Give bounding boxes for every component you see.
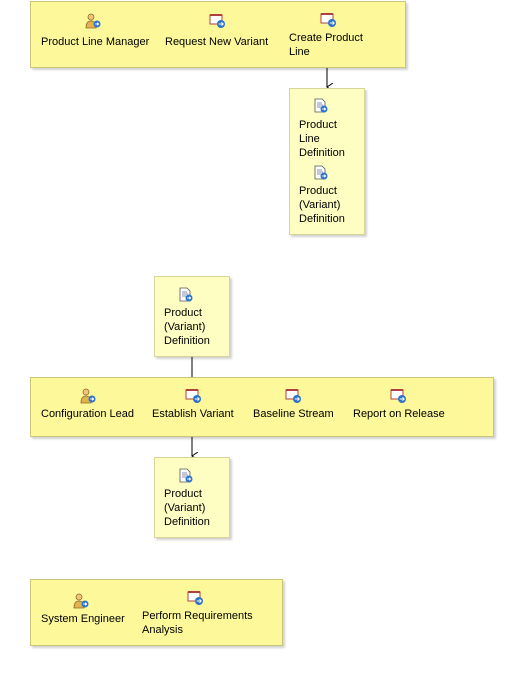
lane-system-engineer: System Engineer Perform Requirements Ana…	[30, 579, 283, 646]
artifact-document-icon	[178, 468, 194, 484]
task-icon	[187, 590, 205, 606]
lane-configuration-lead: Configuration Lead Establish Variant Bas…	[30, 377, 494, 437]
task-label: Establish Variant	[152, 408, 234, 420]
artifact-document-icon	[313, 98, 329, 114]
artifact-product-variant-definition-input[interactable]: Product (Variant) Definition	[154, 276, 230, 357]
artifact-product-line-definition[interactable]: Product Line Definition	[290, 89, 360, 161]
artifact-label: Product Line Definition	[299, 119, 345, 159]
artifact-product-variant-definition-output[interactable]: Product (Variant) Definition	[154, 457, 230, 538]
task-icon	[285, 388, 303, 404]
task-label: Create Product Line	[289, 32, 363, 58]
task-label: Request New Variant	[165, 36, 269, 48]
role-person-icon	[84, 13, 102, 29]
task-label: Baseline Stream	[253, 408, 334, 420]
task-icon	[209, 13, 227, 29]
role-label: Configuration Lead	[41, 408, 134, 420]
artifact-document-icon	[178, 287, 194, 303]
artifact-product-variant-definition[interactable]: Product (Variant) Definition	[290, 161, 360, 233]
lane-product-line-manager: Product Line Manager Request New Variant…	[30, 1, 406, 68]
task-icon	[320, 12, 338, 28]
artifact-label: Product (Variant) Definition	[164, 307, 210, 347]
artifact-group-product-line-definition: Product Line Definition Product (Variant…	[289, 88, 365, 235]
role-label: System Engineer	[41, 613, 125, 625]
role-label: Product Line Manager	[41, 36, 150, 48]
task-icon	[390, 388, 408, 404]
task-label: Perform Requirements Analysis	[142, 610, 253, 636]
role-person-icon	[72, 593, 90, 609]
artifact-document-icon	[313, 165, 329, 181]
task-label: Report on Release	[353, 408, 445, 420]
artifact-label: Product (Variant) Definition	[164, 488, 210, 528]
task-icon	[185, 388, 203, 404]
role-person-icon	[79, 388, 97, 404]
artifact-label: Product (Variant) Definition	[299, 185, 345, 225]
